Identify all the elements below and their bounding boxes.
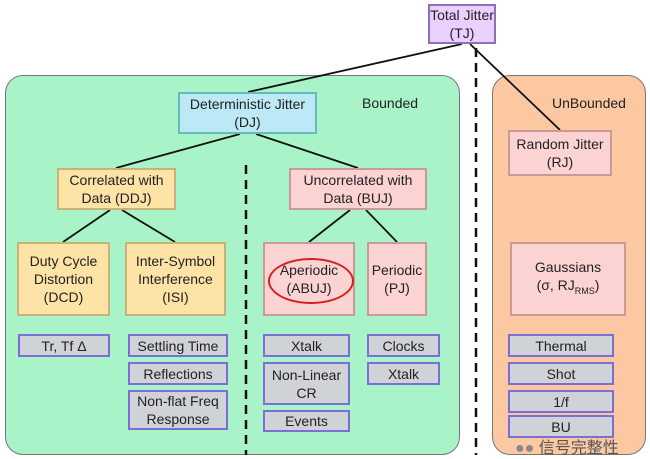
node-buj: Uncorrelated with Data (BUJ) xyxy=(289,168,427,210)
leaf-events: Events xyxy=(263,410,350,432)
highlight-ellipse xyxy=(268,258,354,304)
leaf-xtalk-periodic: Xtalk xyxy=(367,362,440,385)
node-random-jitter: Random Jitter (RJ) xyxy=(508,130,612,176)
node-ddj: Correlated with Data (DDJ) xyxy=(57,168,176,210)
edge-ddj-isi xyxy=(121,209,176,243)
edge-buj-abuj xyxy=(308,209,351,243)
leaf-non-linear-cr: Non-Linear CR xyxy=(263,362,350,405)
node-isi: Inter-Symbol Interference (ISI) xyxy=(125,242,226,316)
watermark: ●● 信号完整性 xyxy=(515,440,619,458)
leaf-1-f: 1/f xyxy=(508,390,614,413)
edge-tj-dj xyxy=(247,43,463,93)
leaf-reflections: Reflections xyxy=(128,362,228,385)
node-deterministic-jitter: Deterministic Jitter (DJ) xyxy=(178,92,317,134)
edge-ddj-dcd xyxy=(62,209,111,243)
edge-dj-buj xyxy=(255,133,359,169)
label-unbounded: UnBounded xyxy=(552,95,626,111)
node-gaussians-text: Gaussians (σ, RJRMS) xyxy=(534,259,602,296)
node-dcd: Duty Cycle Distortion (DCD) xyxy=(17,242,110,316)
edge-tj-rj xyxy=(469,43,561,131)
node-gaussians: Gaussians (σ, RJRMS) xyxy=(510,242,626,316)
leaf-settling-time: Settling Time xyxy=(128,334,228,357)
leaf-xtalk-aperiodic: Xtalk xyxy=(263,334,350,357)
leaf-bu: BU xyxy=(508,415,614,438)
leaf-shot: Shot xyxy=(508,362,614,385)
edge-dj-ddj xyxy=(115,133,241,169)
watermark-text: 信号完整性 xyxy=(538,440,619,457)
node-abuj: Aperiodic (ABUJ) xyxy=(263,242,355,316)
node-pj: Periodic (PJ) xyxy=(367,242,427,316)
wechat-icon: ●● xyxy=(515,440,535,457)
label-bounded: Bounded xyxy=(362,95,419,111)
leaf-tr-tf: Tr, Tf Δ xyxy=(18,334,110,357)
edge-buj-pj xyxy=(365,209,398,243)
node-total-jitter: Total Jitter (TJ) xyxy=(428,4,496,44)
leaf-non-flat-freq-response: Non-flat Freq Response xyxy=(128,390,228,430)
leaf-thermal: Thermal xyxy=(508,334,614,357)
leaf-clocks: Clocks xyxy=(367,334,440,357)
